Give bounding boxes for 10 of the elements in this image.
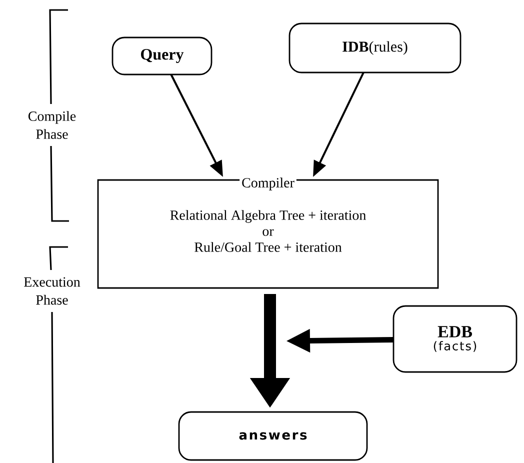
phase-label: Compile Phase — [28, 111, 76, 139]
rounded-box: EDB (facts) — [392, 305, 518, 373]
rounded-box: IDB(rules) — [288, 22, 462, 74]
box-text: Rule/Goal Tree + iteration — [194, 242, 342, 252]
box-text: Relational Algebra Tree + iteration — [170, 210, 366, 223]
rounded-box: answers — [178, 411, 368, 461]
compiler-box: Compiler Relational Algebra Tree + iteration or Rule/Goal Tree + iteration — [97, 176, 439, 289]
phase-label: Execution Phase — [24, 277, 80, 305]
box-text: or — [262, 229, 274, 236]
rounded-box: Query — [112, 36, 212, 76]
